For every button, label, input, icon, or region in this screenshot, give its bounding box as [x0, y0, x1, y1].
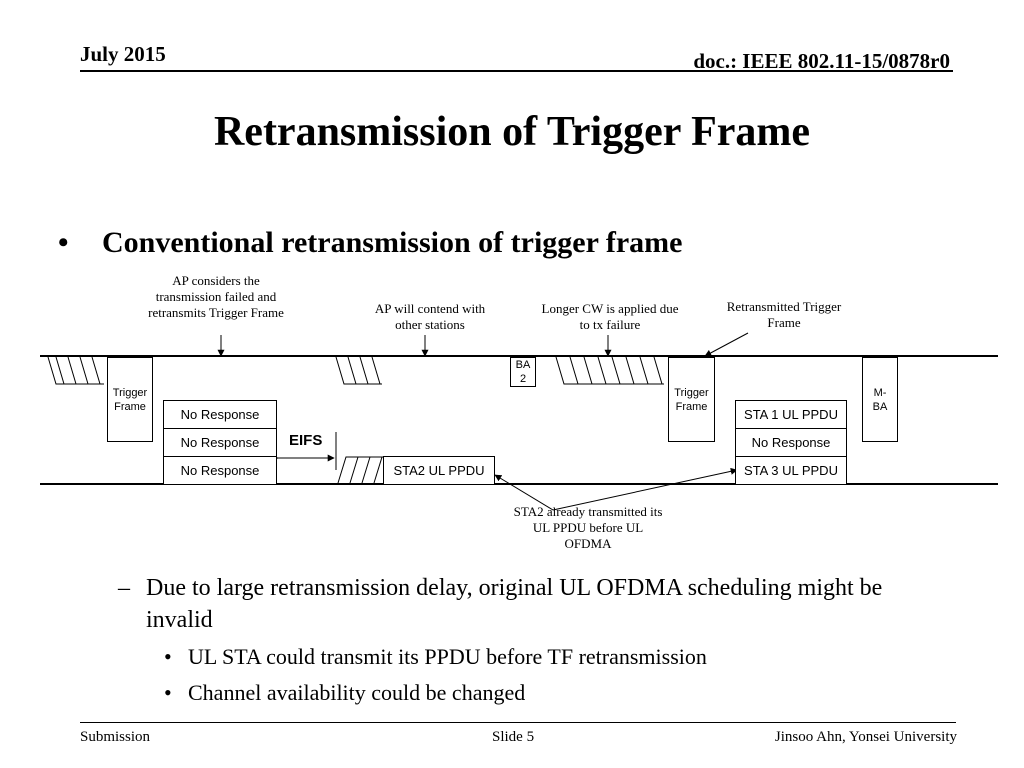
sub-sub-bullet-marker: • [164, 644, 172, 669]
response-left-1: No Response [163, 400, 277, 429]
response-right-2: No Response [735, 428, 847, 457]
arrow-sta2-ppdu [494, 474, 554, 511]
footer-divider [80, 722, 956, 723]
sub-bullet-text: Due to large retransmission delay, origi… [146, 575, 883, 633]
annotation-ap-failed: AP considers the transmission failed and… [148, 273, 284, 320]
sub-sub-bullet-text: Channel availability could be changed [188, 680, 526, 705]
bullet-marker: • [58, 226, 69, 259]
footer-submission: Submission [80, 729, 151, 745]
footer-slide-number: Slide 5 [492, 729, 535, 745]
multi-block-ack: M-BA [862, 357, 898, 442]
footer-author: Jinsoo Ahn, Yonsei University [774, 729, 957, 745]
trigger-frame-1: Trigger Frame [107, 357, 153, 442]
response-left-3: No Response [163, 456, 277, 485]
annotation-ap-contend: AP will contend with other stations [374, 301, 486, 332]
response-right-1: STA 1 UL PPDU [735, 400, 847, 429]
arrow-retransmitted-tf [704, 332, 749, 357]
backoff-slots-3 [555, 356, 664, 385]
response-right-3: STA 3 UL PPDU [735, 456, 847, 485]
sub-sub-bullet-text: UL STA could transmit its PPDU before TF… [188, 644, 707, 669]
header-date: July 2015 [80, 42, 166, 66]
sta2-ul-ppdu: STA2 UL PPDU [383, 456, 495, 485]
main-bullet-text: Conventional retransmission of trigger f… [102, 226, 683, 259]
block-ack-2: BA 2 [510, 357, 536, 387]
sub-sub-bullet-marker: • [164, 680, 172, 705]
annotation-retransmitted-tf: Retransmitted Trigger Frame [726, 299, 842, 330]
annotation-sta2-already: STA2 already transmitted its UL PPDU bef… [513, 504, 663, 551]
backoff-slots-4 [337, 456, 384, 484]
header-doc-id: doc.: IEEE 802.11-15/0878r0 [693, 49, 950, 73]
annotation-longer-cw: Longer CW is applied due to tx failure [541, 301, 679, 332]
backoff-slots-1 [47, 356, 104, 385]
arrow-sta2-retransmit [552, 467, 738, 511]
response-left-2: No Response [163, 428, 277, 457]
slide-title: Retransmission of Trigger Frame [213, 109, 811, 155]
sub-bullet-marker: – [118, 575, 130, 601]
backoff-slots-2 [335, 356, 382, 385]
trigger-frame-2: Trigger Frame [668, 357, 715, 442]
header-divider [80, 70, 953, 72]
eifs-label: EIFS [289, 432, 323, 449]
